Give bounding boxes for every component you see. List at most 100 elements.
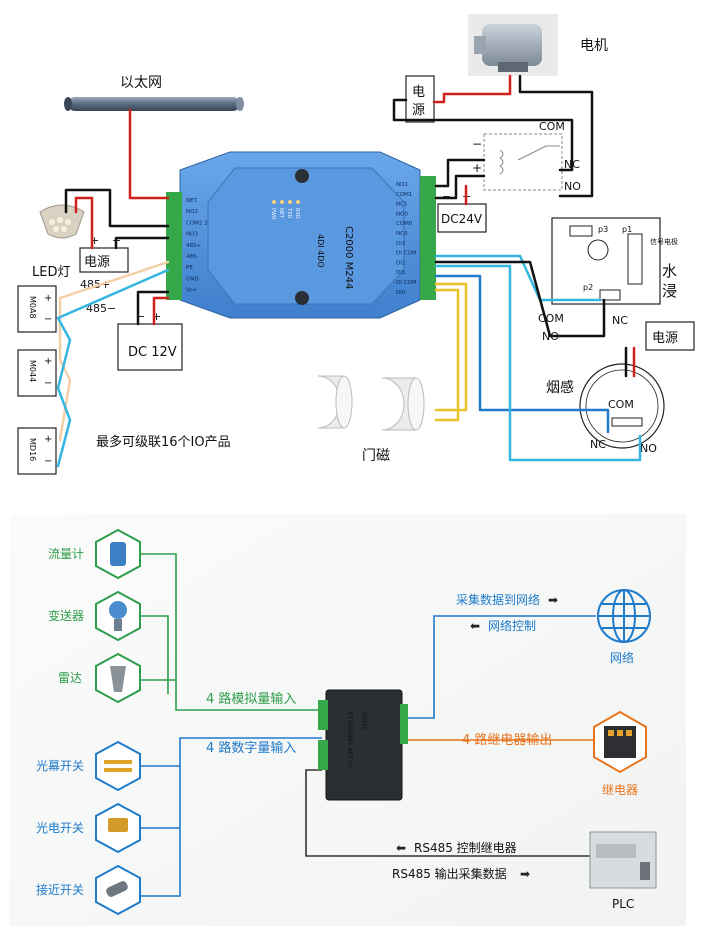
device-left-pin: PE — [186, 265, 193, 271]
relay-label: 继电器 — [602, 783, 638, 797]
radar-icon — [95, 652, 141, 704]
dc24v-label: DC24V — [441, 212, 483, 226]
top-wires — [56, 74, 642, 468]
device-led-label: TXD — [286, 207, 292, 218]
relay-schematic — [483, 133, 563, 191]
light-curtain-label: 光幕开关 — [36, 759, 84, 773]
transmitter-icon — [95, 590, 141, 642]
device-subtitle: 4DI 4DO — [316, 234, 325, 268]
device-left-pin: 485+ — [186, 243, 201, 249]
network-label: 网络 — [610, 650, 634, 665]
dc24v-minus: − — [442, 190, 451, 203]
smoke-power-label: 电源 — [652, 331, 678, 346]
device-brand: EBYTE — [360, 712, 367, 731]
arrow-left-icon-2: ⬅ — [396, 841, 406, 855]
top-wiring-diagram: 以太网 电机 电 源 COM NC NO − + — [17, 14, 695, 475]
device-led-dot — [272, 200, 276, 204]
device-right-pin: DI0 — [396, 290, 406, 296]
net-control-label: 网络控制 — [488, 618, 536, 633]
svg-text:p2: p2 — [583, 283, 593, 292]
door-sensor — [317, 375, 425, 431]
device-label: ETH/RS485 NET IO — [346, 712, 353, 768]
relay-com-label: COM — [539, 120, 565, 133]
smoke-label: 烟感 — [546, 379, 574, 396]
relay-plus: + — [472, 161, 482, 175]
device-led-label: PWR — [270, 208, 276, 220]
svg-text:MD16: MD16 — [28, 438, 37, 461]
light-curtain-icon — [95, 740, 141, 792]
smoke-power-box: 电源 — [645, 321, 695, 351]
bottom-function-diagram: 流量计 变送器 雷达 光幕开关 光电开关 接近开关 ETH/RS485 NET … — [10, 514, 686, 926]
device-left-pin: 485- — [186, 254, 198, 260]
relay-minus: − — [472, 137, 482, 151]
dc24v-box: DC24V − + — [437, 190, 487, 233]
rs485-output-label: RS485 输出采集数据 — [392, 866, 507, 881]
svg-text:M044: M044 — [28, 360, 37, 382]
dc12v-label: DC 12V — [128, 345, 177, 360]
svg-text:−: − — [44, 314, 52, 325]
svg-text:+: + — [44, 293, 52, 304]
io-module-1: M0A8 + − — [17, 285, 57, 333]
device-right-pin: NC0 — [396, 231, 408, 237]
svg-text:−: − — [44, 378, 52, 389]
water-nc-label: NC — [612, 314, 628, 327]
motor-power-label-2: 源 — [412, 103, 425, 118]
relay-icon — [593, 710, 647, 774]
photo-switch-label: 光电开关 — [36, 821, 84, 835]
water-label-1: 水 — [662, 262, 677, 280]
device-right-pin: NO0 — [396, 211, 408, 217]
bottom-lines — [140, 553, 596, 897]
cascade-note: 最多可级联16个IO产品 — [96, 434, 231, 450]
door-sensor-label: 门磁 — [362, 448, 390, 464]
io-module-3: MD16 + − — [17, 427, 57, 475]
arrow-right-icon-2: ➡ — [520, 867, 530, 881]
device-right-pin: NO1 — [396, 182, 408, 188]
device-left-pin: COM2 3 — [186, 220, 208, 226]
dc12v-box: DC 12V − + — [117, 310, 183, 371]
plc-image — [589, 831, 657, 889]
transmitter-label: 变送器 — [48, 608, 84, 623]
proximity-switch-icon — [95, 864, 141, 916]
photo-switch-icon — [95, 802, 141, 854]
water-com-label: COM — [538, 312, 564, 325]
flowmeter-label: 流量计 — [48, 547, 84, 561]
device-right-pin: COM0 — [396, 221, 413, 227]
device-left-pin: NO3 — [186, 232, 198, 238]
arrow-left-icon: ⬅ — [470, 619, 480, 633]
led-power-box: 电源 + − — [79, 234, 129, 273]
proximity-label: 接近开关 — [36, 882, 84, 897]
flowmeter-icon — [95, 528, 141, 580]
device-right-pin: COM1 — [396, 192, 412, 198]
svg-text:+: + — [44, 356, 52, 367]
svg-text:+: + — [44, 434, 52, 445]
device-right-pin: NC1 — [396, 202, 407, 208]
led-label: LED灯 — [32, 265, 70, 280]
device-led-dot — [288, 200, 292, 204]
svg-text:−: − — [44, 456, 52, 467]
digital-input-label: 4 路数字量输入 — [206, 740, 296, 756]
svg-text:p1: p1 — [622, 225, 632, 234]
led-power-plus: + — [90, 234, 99, 247]
io-module-2: M044 + − — [17, 349, 57, 397]
motor-power-box: 电 源 — [405, 75, 435, 123]
relay-output-label: 4 路继电器输出 — [462, 732, 552, 748]
device-title: C2000 M244 — [343, 226, 354, 289]
motor-label: 电机 — [580, 38, 608, 54]
svg-text:M0A8: M0A8 — [28, 296, 37, 319]
svg-text:p3: p3 — [598, 225, 608, 234]
smoke-no-label: NO — [640, 442, 657, 455]
relay-no-label: NO — [564, 180, 581, 193]
led-power-label: 电源 — [84, 255, 110, 270]
water-label-2: 浸 — [662, 282, 677, 300]
ethernet-cable: 以太网 — [64, 75, 244, 111]
device-right-pin: DI1 — [396, 270, 405, 276]
water-sensor: p3 p1 p2 信号电极 — [551, 217, 678, 305]
ethernet-label: 以太网 — [120, 75, 162, 91]
smoke-sensor — [579, 363, 665, 449]
device-right-pin: DI COM — [396, 251, 417, 257]
device-left-pin: Vo+ — [186, 288, 198, 294]
radar-label: 雷达 — [58, 671, 82, 685]
device-led-label: NET — [278, 208, 284, 219]
